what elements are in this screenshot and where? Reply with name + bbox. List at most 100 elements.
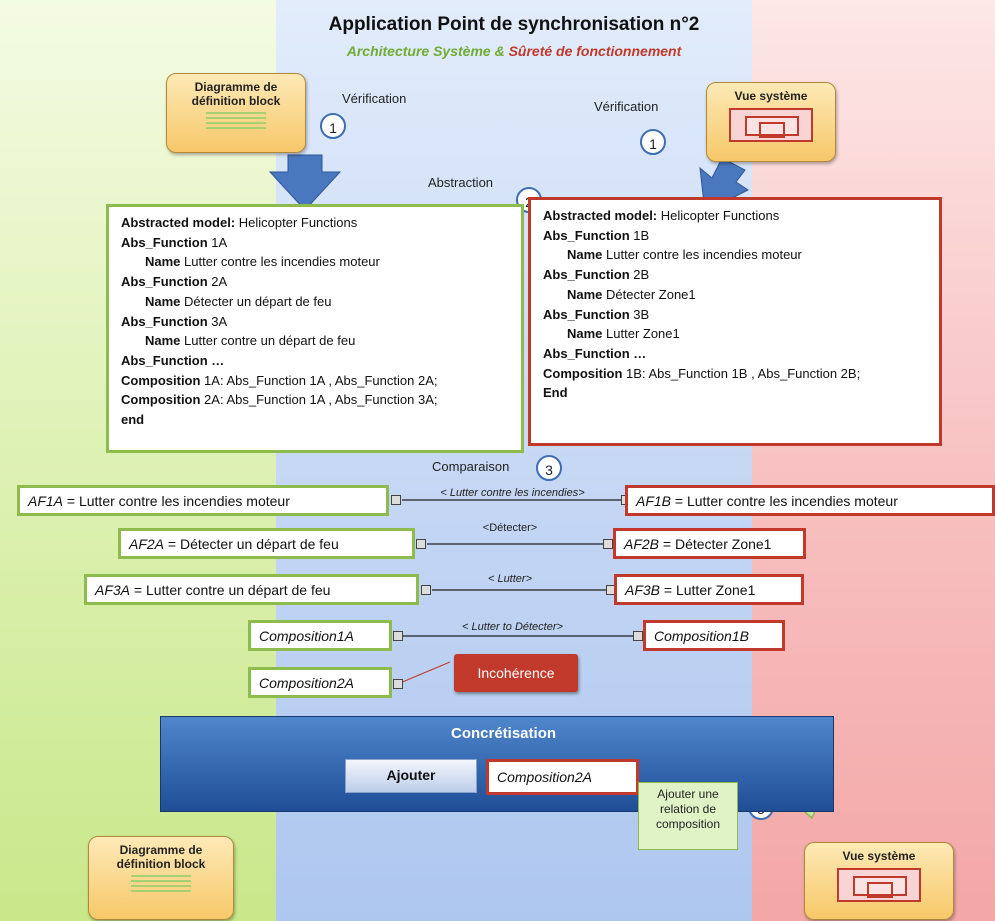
composition1a-port [393, 631, 403, 641]
model-line: Abstracted model: Helicopter Functions [121, 213, 509, 233]
model-line: End [543, 383, 927, 403]
model-line: Abs_Function 2A [121, 272, 509, 292]
model-line: Composition 1A: Abs_Function 1A , Abs_Fu… [121, 371, 509, 391]
model-keyword: Abs_Function [121, 274, 208, 290]
composition1a-box[interactable]: Composition1A [248, 620, 392, 651]
model-keyword: Abstracted model: [543, 208, 658, 223]
af2b-port [603, 539, 613, 549]
model-keyword: Abs_Function … [543, 345, 647, 361]
vue-top-label: Vue système [734, 89, 808, 103]
vue-bottom-label: Vue système [842, 849, 916, 863]
model-value: Détecter Zone1 [602, 286, 696, 302]
composition1b-box[interactable]: Composition1B [643, 620, 785, 651]
af2b-value: = Détecter Zone1 [659, 536, 772, 552]
subtitle-architecture: Architecture Système & [346, 43, 505, 59]
composition2a-box[interactable]: Composition2A [248, 667, 392, 698]
composition2a-field[interactable]: Composition2A [486, 759, 639, 795]
model-keyword: Composition [121, 372, 201, 388]
model-line: Abs_Function 1B [543, 226, 927, 246]
model-value: Lutter contre les incendies moteur [180, 254, 380, 270]
vue-top-thumbnail [729, 108, 813, 142]
model-line: Abstracted model: Helicopter Functions [543, 206, 927, 226]
concretisation-panel: Concrétisation Ajouter Composition2A [160, 716, 834, 812]
model-line: Name Détecter Zone1 [543, 285, 927, 305]
model-line: Abs_Function 2B [543, 265, 927, 285]
model-line: Abs_Function 3A [121, 312, 509, 332]
model-keyword: Abs_Function … [121, 352, 225, 368]
model-keyword: Name [145, 293, 181, 309]
incoherence-pointer [399, 661, 451, 684]
model-keyword: Abs_Function [543, 306, 630, 322]
model-line: Composition 2A: Abs_Function 1A , Abs_Fu… [121, 390, 509, 410]
relation-label-4: < Lutter to Détecter> [462, 621, 563, 633]
model-value: Helicopter Functions [657, 208, 780, 223]
relation-label-1: < Lutter contre les incendies> [440, 487, 585, 499]
af1a-value: = Lutter contre les incendies moteur [63, 493, 290, 509]
model-value: 3A [207, 313, 228, 329]
model-keyword: Abs_Function [121, 234, 208, 250]
af1a-key: AF1A [28, 493, 64, 509]
model-keyword: end [121, 412, 145, 428]
relation-label-2: <Détecter> [482, 522, 538, 534]
ddb-bottom-thumbnail [131, 875, 191, 893]
af3a-port [421, 585, 431, 595]
af1b-box[interactable]: AF1B = Lutter contre les incendies moteu… [625, 485, 995, 516]
model-value: 2A [207, 274, 228, 290]
model-keyword: Abs_Function [121, 313, 208, 329]
af1b-key: AF1B [636, 493, 672, 509]
subtitle-surete: Sûreté de fonctionnement [508, 43, 682, 59]
page-subtitle: Architecture Système & Sûreté de fonctio… [276, 43, 752, 59]
af1b-value: = Lutter contre les incendies moteur [671, 493, 898, 509]
model-line: Name Détecter un départ de feu [121, 292, 509, 312]
ddb-top-thumbnail [206, 112, 266, 130]
ddb-top-block[interactable]: Diagramme de définition block [166, 73, 306, 153]
concretisation-title: Concrétisation [451, 725, 557, 742]
af2a-port [416, 539, 426, 549]
page-title: Application Point de synchronisation n°2 [328, 14, 700, 35]
af1a-box[interactable]: AF1A = Lutter contre les incendies moteu… [17, 485, 389, 516]
model-keyword: Name [567, 247, 603, 263]
model-line: Name Lutter contre les incendies moteur [543, 245, 927, 265]
comparaison-label: Comparaison [432, 459, 510, 474]
model-line: Abs_Function 3B [543, 305, 927, 325]
model-keyword: Name [145, 333, 181, 349]
ddb-bottom-block[interactable]: Diagramme de définition block [88, 836, 234, 920]
model-line: Name Lutter contre un départ de feu [121, 331, 509, 351]
ddb-top-line1: Diagramme de [194, 80, 278, 94]
model-value: 1A [207, 234, 228, 250]
model-value: 2A: Abs_Function 1A , Abs_Function 3A; [200, 392, 438, 408]
note-line2: relation de [659, 802, 717, 816]
model-keyword: Abs_Function [543, 267, 630, 283]
relation-label-3: < Lutter> [487, 573, 533, 585]
af2a-box[interactable]: AF2A = Détecter un départ de feu [118, 528, 415, 559]
vue-systeme-bottom[interactable]: Vue système [804, 842, 954, 920]
model-value: Lutter Zone1 [602, 326, 680, 342]
model-value: 3B [629, 306, 650, 322]
model-keyword: Abs_Function [543, 227, 630, 243]
model-line: Composition 1B: Abs_Function 1B , Abs_Fu… [543, 364, 927, 384]
vue-systeme-top[interactable]: Vue système [706, 82, 836, 162]
model-value: Lutter contre les incendies moteur [602, 247, 802, 263]
af3b-box[interactable]: AF3B = Lutter Zone1 [614, 574, 804, 605]
model-keyword: Name [567, 326, 603, 342]
note-line3: composition [655, 817, 721, 831]
model-value: Lutter contre un départ de feu [180, 333, 356, 349]
model-value: 1B: Abs_Function 1B , Abs_Function 2B; [622, 365, 861, 381]
step-1-right: 1 [640, 129, 666, 155]
left-down-arrow [268, 154, 342, 211]
model-line: Abs_Function … [121, 351, 509, 371]
ajouter-button[interactable]: Ajouter [345, 759, 477, 793]
model-keyword: Composition [121, 392, 201, 408]
composition2a-port [393, 679, 403, 689]
af1a-port [391, 495, 401, 505]
af2a-key: AF2A [129, 536, 165, 552]
af2b-box[interactable]: AF2B = Détecter Zone1 [613, 528, 806, 559]
step-1-left: 1 [320, 113, 346, 139]
af3a-box[interactable]: AF3A = Lutter contre un départ de feu [84, 574, 419, 605]
vue-bottom-thumbnail [837, 868, 921, 902]
model-line: Abs_Function … [543, 344, 927, 364]
